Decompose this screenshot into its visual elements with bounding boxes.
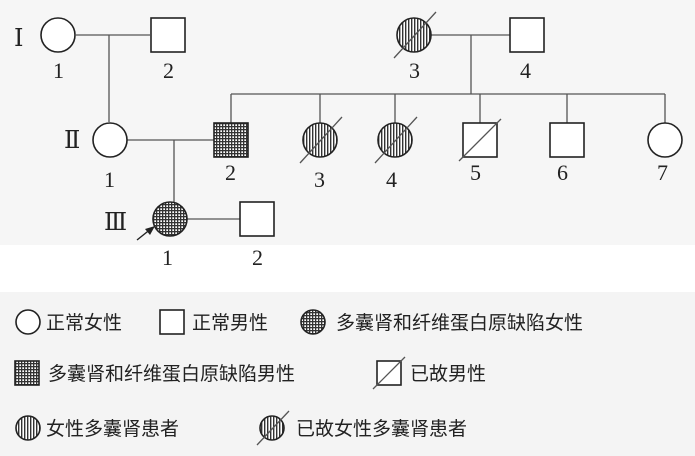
label-II3: 3 (314, 167, 325, 192)
legend-panel (0, 292, 695, 456)
label-I1: 1 (53, 58, 64, 83)
label-I4: 4 (520, 58, 531, 83)
legend-pkd-female-icon (15, 415, 41, 441)
legend-deceased-pkd-female: 已故女性多囊肾患者 (296, 418, 467, 440)
legend-pkd-female: 女性多囊肾患者 (46, 418, 179, 440)
legend-deceased-male: 已故男性 (410, 363, 486, 385)
legend: 正常女性 正常男性 多囊肾和纤维蛋白原缺陷女性 多囊肾和纤维蛋白原缺陷男性 已故… (14, 309, 583, 446)
individual-II6-normal-male (549, 122, 585, 158)
individual-I4-normal-male (509, 17, 545, 53)
individual-III2-normal-male (239, 201, 275, 237)
generation-label-3: Ⅲ (104, 210, 127, 236)
legend-normal-male: 正常男性 (192, 312, 268, 334)
legend-affected-male-icon (14, 360, 40, 386)
individual-III1-proband-affected-female (152, 201, 188, 237)
generation-label-2: Ⅱ (64, 128, 80, 154)
label-III1: 1 (162, 245, 173, 270)
individual-II7-normal-female (647, 122, 683, 158)
label-II6: 6 (557, 160, 568, 185)
individual-II2-affected-male (213, 122, 249, 158)
individual-II1-normal-female (92, 122, 128, 158)
legend-affected-female: 多囊肾和纤维蛋白原缺陷女性 (336, 312, 583, 334)
legend-normal-male-icon (159, 309, 185, 335)
label-II7: 7 (657, 160, 668, 185)
legend-affected-female-icon (300, 309, 326, 335)
generation-label-1: Ⅰ (14, 26, 23, 52)
legend-affected-male: 多囊肾和纤维蛋白原缺陷男性 (48, 363, 295, 385)
label-II4: 4 (386, 167, 397, 192)
legend-normal-female: 正常女性 (46, 312, 122, 334)
label-II1: 1 (104, 167, 115, 192)
label-II2: 2 (225, 160, 236, 185)
pedigree-lines (76, 34, 666, 220)
label-I3: 3 (409, 58, 420, 83)
label-II5: 5 (470, 160, 481, 185)
individual-I2-normal-male (150, 17, 186, 53)
label-I2: 2 (163, 58, 174, 83)
label-III2: 2 (252, 245, 263, 270)
legend-normal-female-icon (15, 309, 41, 335)
individual-I1-normal-female (40, 17, 76, 53)
proband-arrow-icon (136, 226, 155, 241)
